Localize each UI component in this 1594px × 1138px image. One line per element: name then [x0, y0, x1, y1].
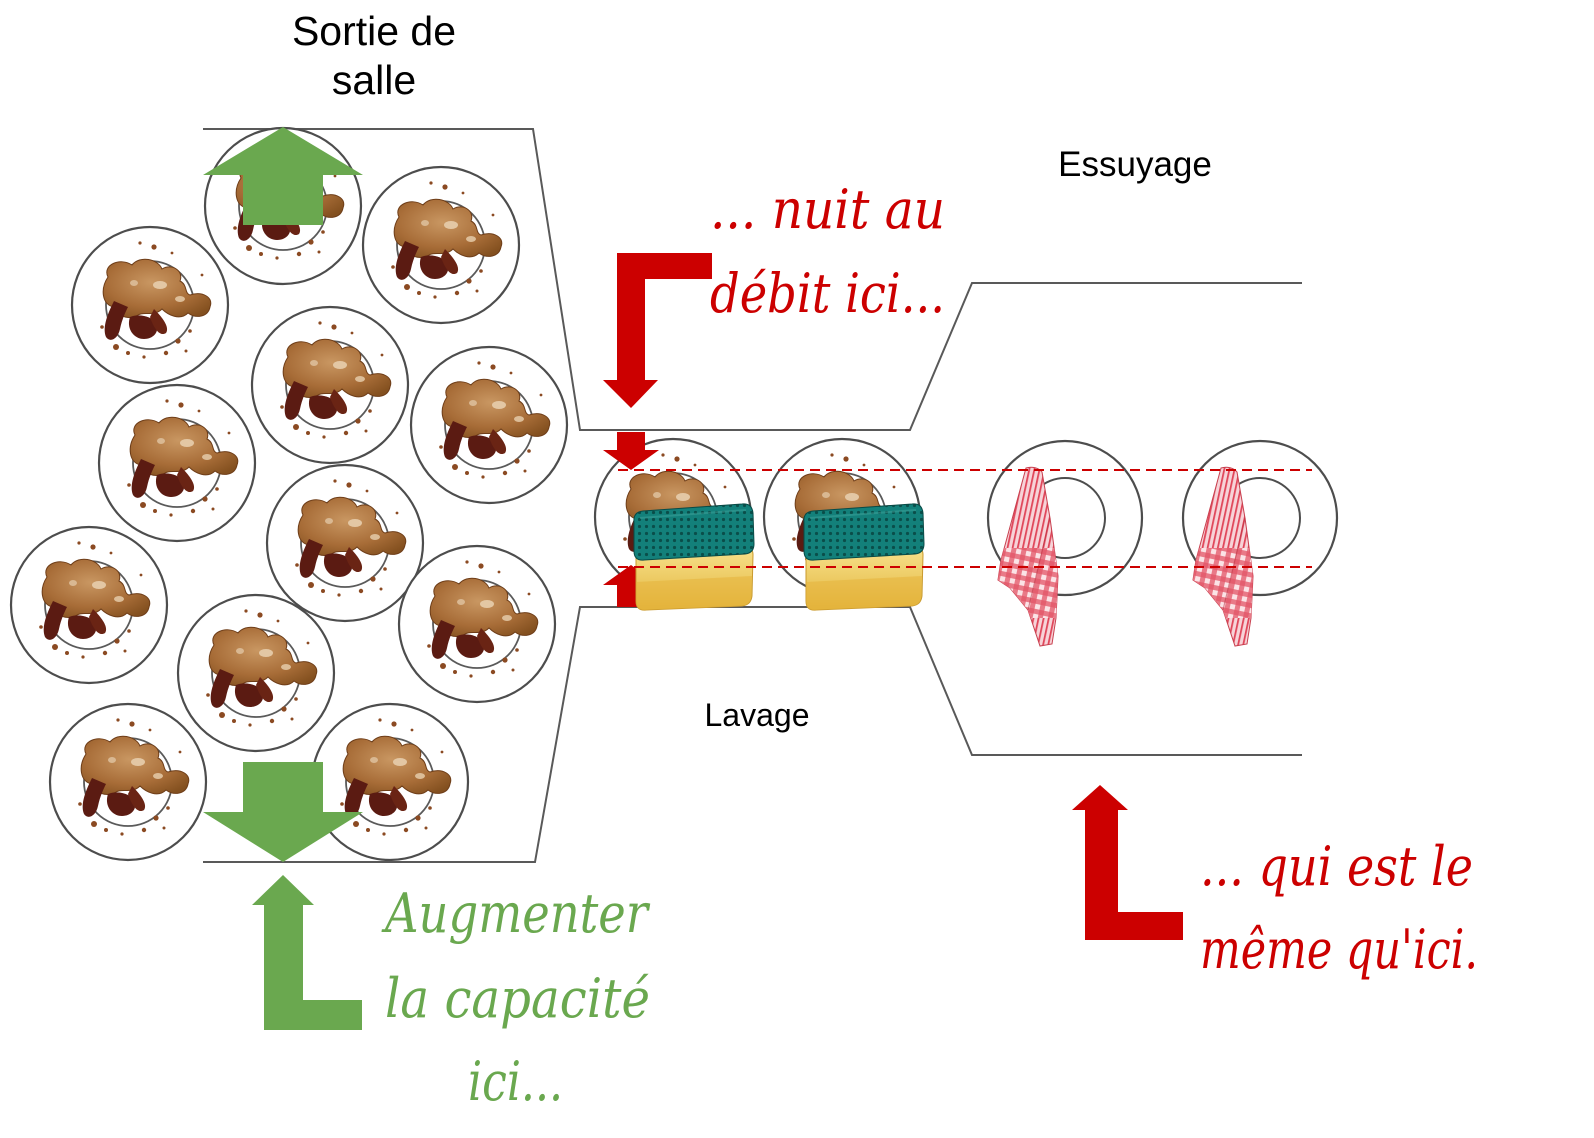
- arrow-up-icon: [203, 127, 363, 225]
- annotation-throughput: ... nuit au débit ici...: [710, 178, 945, 325]
- zone-title-line: Sortie de: [292, 8, 456, 54]
- annotation-same: ... qui est le même qu'ici.: [1200, 835, 1478, 981]
- sponge-icon: [632, 502, 755, 612]
- annotation-line: débit ici...: [710, 262, 945, 325]
- dirty-plate-icon: [72, 227, 228, 383]
- stage-label-drying: Essuyage: [1058, 145, 1212, 184]
- red-small-down-arrow-icon: [603, 432, 659, 470]
- dirty-plate-icon: [252, 307, 408, 463]
- annotation-line: ... qui est le: [1200, 835, 1473, 898]
- dirty-plate-icon: [411, 347, 567, 503]
- dirty-plate-icon: [99, 385, 255, 541]
- sponge-icon: [802, 502, 925, 612]
- dirty-plate-icon: [11, 527, 167, 683]
- zone-title-exit: Sortie de salle: [292, 8, 456, 103]
- dirty-plate-icon: [178, 595, 334, 751]
- dirty-plate-icon: [50, 704, 206, 860]
- annotation-capacity: Augmenter la capacité ici...: [381, 882, 651, 1113]
- arrow-down-icon: [203, 762, 363, 862]
- red-l-arrow-down-icon: [603, 253, 712, 408]
- funnel-top-outline: [203, 128, 1302, 431]
- dirty-plate-icon: [312, 704, 468, 860]
- annotation-line: ... nuit au: [710, 178, 945, 241]
- annotation-line: la capacité: [385, 967, 650, 1030]
- green-arrows: [203, 127, 363, 1030]
- dirty-plate-icon: [399, 546, 555, 702]
- stage-label-washing: Lavage: [705, 697, 810, 733]
- annotation-line: ici...: [468, 1050, 563, 1113]
- zone-title-line: salle: [332, 57, 416, 103]
- annotation-line: même qu'ici.: [1200, 918, 1478, 981]
- waiting-plates: [11, 128, 567, 860]
- annotation-line: Augmenter: [381, 882, 651, 945]
- green-l-arrow-icon: [252, 875, 362, 1030]
- dirty-plate-icon: [267, 465, 423, 621]
- funnel-bottom-outline: [203, 606, 1302, 863]
- red-l-arrow-up-icon: [1072, 785, 1183, 940]
- dirty-plate-icon: [363, 167, 519, 323]
